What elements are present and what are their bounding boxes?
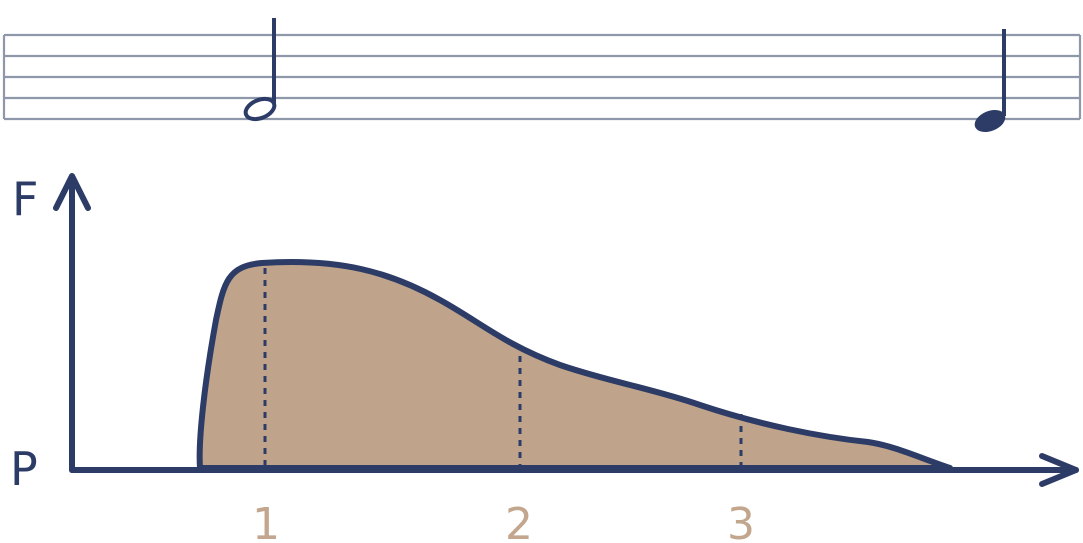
staff-lines — [2, 33, 1082, 121]
tick-label-1: 1 — [252, 499, 280, 543]
x-axis-label: P — [10, 442, 38, 496]
y-axis-label: F — [12, 172, 39, 226]
y-axis-arrowhead — [53, 173, 91, 211]
half-note — [243, 18, 277, 122]
quarter-note — [974, 29, 1006, 133]
envelope-area — [196, 259, 953, 471]
x-axis-arrowhead — [1039, 453, 1079, 487]
tick-label-2: 2 — [505, 499, 533, 543]
quarter-note-head — [974, 109, 1006, 133]
tick-label-3: 3 — [727, 499, 755, 543]
